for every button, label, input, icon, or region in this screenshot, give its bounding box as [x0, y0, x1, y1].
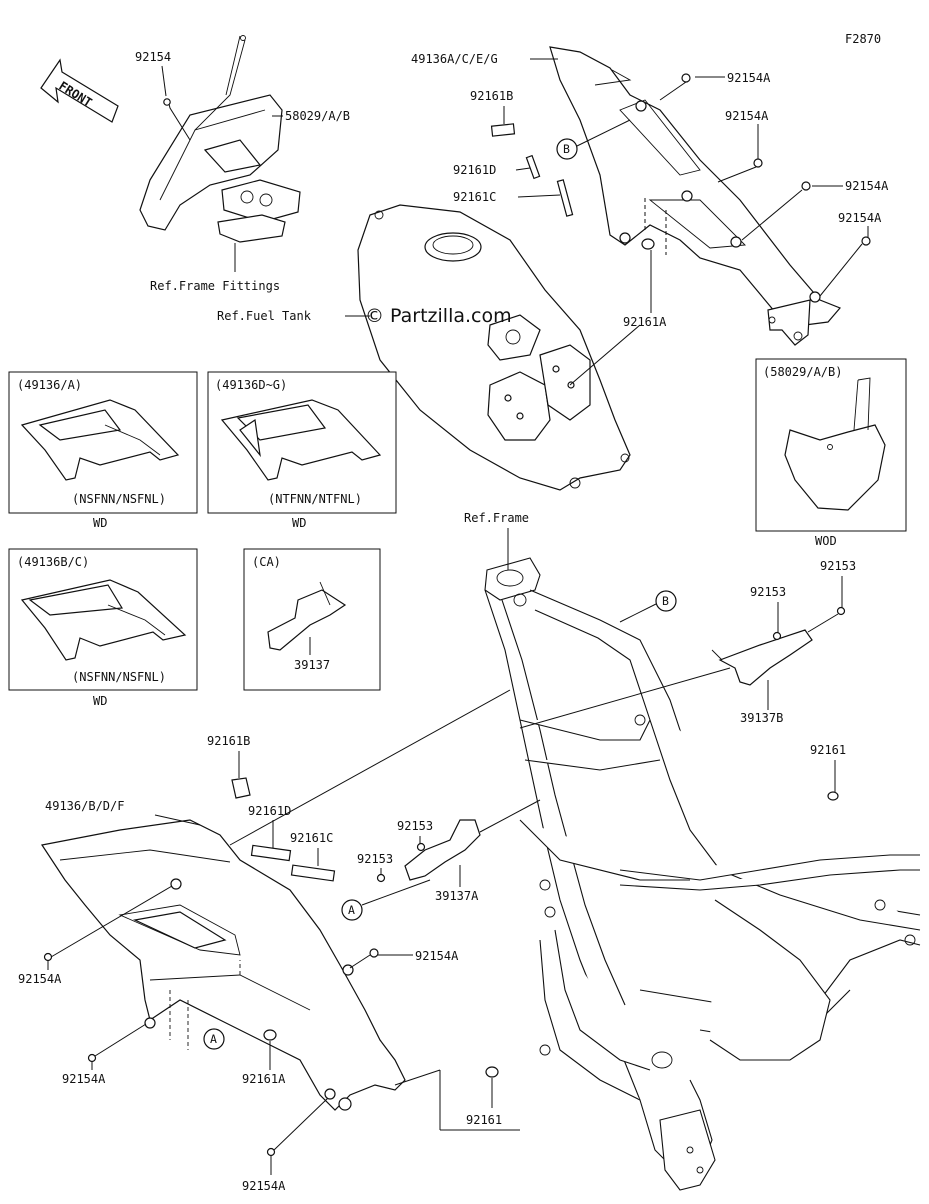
- label-92161a-low: 92161A: [242, 1072, 286, 1086]
- front-number-plate-drawing: [139, 35, 301, 272]
- label-92154a-mid: 92154A: [415, 949, 459, 963]
- inset-caption-wd-1: WD: [93, 516, 107, 530]
- svg-text:(CA): (CA): [252, 555, 281, 569]
- front-arrow-icon: FRONT: [40, 58, 119, 123]
- bracket-39137b-drawing: [711, 629, 813, 686]
- inset-caption-wd-2: WD: [292, 516, 306, 530]
- ref-a-circle-mid: A: [348, 903, 355, 917]
- label-39137b: 39137B: [740, 711, 783, 725]
- svg-text:(58029/A/B): (58029/A/B): [763, 365, 842, 379]
- ref-b-circle-top: B: [563, 142, 570, 156]
- inset-box-49136a: (49136/A) (NSFNN/NSFNL): [8, 371, 198, 514]
- label-39137a: 39137A: [435, 889, 479, 903]
- label-92161b-low: 92161B: [207, 734, 250, 748]
- label-58029: 58029/A/B: [285, 109, 350, 123]
- label-92161-low: 92161: [466, 1113, 502, 1127]
- label-92154a-1: 92154A: [727, 71, 771, 85]
- label-92161c-top: 92161C: [453, 190, 496, 204]
- svg-text:(NSFNN/NSFNL): (NSFNN/NSFNL): [72, 670, 166, 684]
- inset-caption-wd-3: WD: [93, 694, 107, 708]
- label-ref-frame: Ref.Frame: [464, 511, 529, 525]
- label-92154a-l1: 92154A: [18, 972, 62, 986]
- label-92154: 92154: [135, 50, 171, 64]
- label-92153-r2: 92153: [820, 559, 856, 573]
- frame-drawing: [484, 557, 921, 1191]
- svg-text:(NSFNN/NSFNL): (NSFNN/NSFNL): [72, 492, 166, 506]
- watermark: © Partzilla.com: [365, 305, 512, 327]
- svg-text:(NTFNN/NTFNL): (NTFNN/NTFNL): [268, 492, 362, 506]
- inset-box-49136d-g: (49136D~G) (NTFNN/NTFNL): [207, 371, 397, 514]
- ref-b-circle-frame: B: [662, 594, 669, 608]
- svg-text:(49136B/C): (49136B/C): [17, 555, 89, 569]
- svg-text:(49136D~G): (49136D~G): [215, 378, 287, 392]
- label-ref-fuel-tank: Ref.Fuel Tank: [217, 309, 312, 323]
- label-92161a-top: 92161A: [623, 315, 667, 329]
- inset-caption-wod: WOD: [815, 534, 837, 548]
- label-49136-bdf: 49136/B/D/F: [45, 799, 124, 813]
- label-92154a-4: 92154A: [838, 211, 882, 225]
- fuel-tank-drawing: [357, 204, 631, 491]
- label-92161d-low: 92161D: [248, 804, 291, 818]
- inset-box-49136bc: (49136B/C) (NSFNN/NSFNL): [8, 548, 198, 691]
- label-92153-m1: 92153: [397, 819, 433, 833]
- label-92154a-l2: 92154A: [62, 1072, 106, 1086]
- label-92161d-top: 92161D: [453, 163, 496, 177]
- diagram-code: F2870: [845, 32, 881, 46]
- label-92161c-low: 92161C: [290, 831, 333, 845]
- label-92161b-top: 92161B: [470, 89, 513, 103]
- right-shroud-drawing: [549, 46, 842, 346]
- label-92161-right: 92161: [810, 743, 846, 757]
- label-92154a-3: 92154A: [845, 179, 889, 193]
- label-92154a-bottom: 92154A: [242, 1179, 286, 1193]
- label-ref-frame-fittings: Ref.Frame Fittings: [150, 279, 280, 293]
- ref-a-circle-low: A: [210, 1032, 217, 1046]
- label-92153-r1: 92153: [750, 585, 786, 599]
- inset-box-58029: (58029/A/B): [755, 358, 907, 532]
- label-49136-aceg: 49136A/C/E/G: [411, 52, 498, 66]
- inset-box-ca: (CA) 39137: [243, 548, 381, 691]
- label-92153-m2: 92153: [357, 852, 393, 866]
- left-shroud-drawing: [41, 819, 520, 1131]
- svg-text:39137: 39137: [294, 658, 330, 672]
- label-92154a-2: 92154A: [725, 109, 769, 123]
- bracket-39137a-drawing: [404, 819, 481, 881]
- svg-text:(49136/A): (49136/A): [17, 378, 82, 392]
